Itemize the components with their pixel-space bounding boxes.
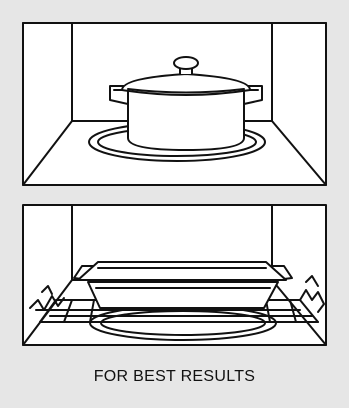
baking-dish-icon: [74, 262, 292, 308]
caption-text: FOR BEST RESULTS: [0, 368, 349, 386]
